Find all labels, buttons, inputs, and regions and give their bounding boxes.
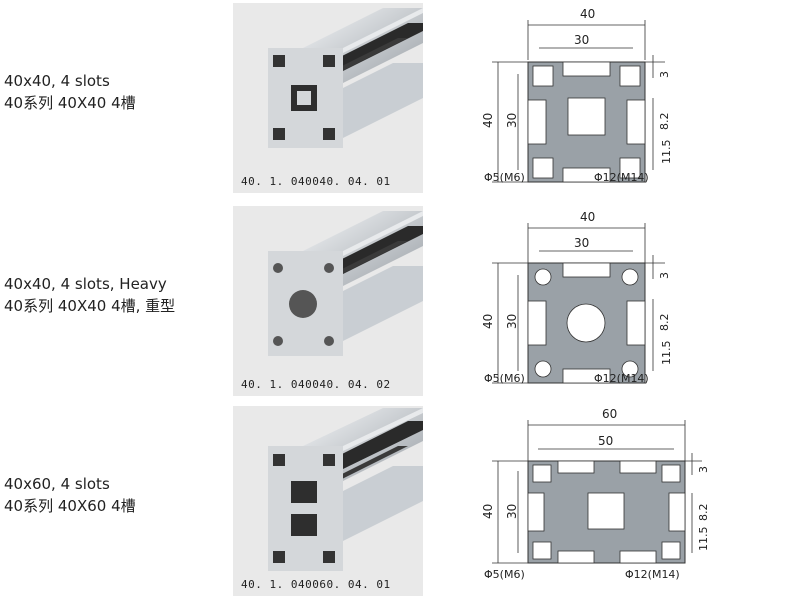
cross-section-drawing: 40 30 40 30 3 8.2 11.5 Φ5(M6) Φ12(M14) (481, 7, 673, 184)
dim-slot-open: 8.2 (697, 504, 710, 522)
dim-hole-center: Φ12(M14) (594, 372, 649, 385)
profile-row-1: 40x40, 4 slots 40系列 40X40 4槽 40. 1. 0400… (0, 0, 800, 195)
dim-inner-width: 30 (574, 236, 589, 250)
profile-photo: 40. 1. 040060. 04. 01 (233, 406, 423, 596)
dim-slot-depth: 3 (658, 71, 671, 78)
dim-width: 60 (602, 407, 617, 421)
dim-height: 40 (481, 113, 495, 128)
dim-slot-depth: 3 (658, 272, 671, 279)
dim-slot-depth: 3 (697, 466, 710, 473)
profile-subtitle: 40系列 40X40 4槽 (4, 94, 136, 112)
dim-height: 40 (481, 314, 495, 329)
dim-width: 40 (580, 7, 595, 21)
dim-hole-small: Φ5(M6) (484, 568, 525, 581)
profile-description: 40x60, 4 slots 40系列 40X60 4槽 (4, 473, 136, 517)
dim-slot-head: 11.5 (697, 527, 710, 552)
part-code: 40. 1. 040040. 04. 02 (241, 378, 391, 391)
profile-row-3: 40x60, 4 slots 40系列 40X60 4槽 40. 1. 0400… (0, 403, 800, 598)
dim-hole-small: Φ5(M6) (484, 171, 525, 184)
cross-section-drawing: 40 30 40 30 3 8.2 11.5 Φ5(M6) Φ12(M14) (481, 210, 673, 385)
dim-slot-head: 11.5 (660, 140, 673, 165)
profile-title: 40x40, 4 slots (4, 72, 110, 90)
dim-slot-open: 8.2 (658, 113, 671, 131)
extrusion-render (268, 211, 423, 356)
dim-inner-height: 30 (505, 314, 519, 329)
profile-row-2: 40x40, 4 slots, Heavy 40系列 40X40 4槽, 重型 … (0, 203, 800, 398)
profile-description: 40x40, 4 slots 40系列 40X40 4槽 (4, 70, 136, 114)
part-code: 40. 1. 040040. 04. 01 (241, 175, 391, 188)
profile-photo: 40. 1. 040040. 04. 01 (233, 3, 423, 193)
dim-hole-center: Φ12(M14) (625, 568, 680, 581)
dim-slot-head: 11.5 (660, 341, 673, 366)
dim-width: 40 (580, 210, 595, 224)
extrusion-render (268, 408, 423, 571)
part-code: 40. 1. 040060. 04. 01 (241, 578, 391, 591)
dim-inner-width: 30 (574, 33, 589, 47)
dim-inner-width: 50 (598, 434, 613, 448)
dim-slot-open: 8.2 (658, 314, 671, 332)
profile-title: 40x60, 4 slots (4, 475, 110, 493)
profile-subtitle: 40系列 40X60 4槽 (4, 497, 136, 515)
dim-hole-small: Φ5(M6) (484, 372, 525, 385)
dim-inner-height: 30 (505, 504, 519, 519)
dim-hole-center: Φ12(M14) (594, 171, 649, 184)
profile-title: 40x40, 4 slots, Heavy (4, 275, 167, 293)
profile-subtitle: 40系列 40X40 4槽, 重型 (4, 297, 176, 315)
dim-height: 40 (481, 504, 495, 519)
cross-section-drawing: 60 50 40 30 3 8.2 11.5 Φ5(M6) Φ12(M14) (481, 407, 710, 581)
profile-description: 40x40, 4 slots, Heavy 40系列 40X40 4槽, 重型 (4, 273, 175, 317)
profile-photo: 40. 1. 040040. 04. 02 (233, 206, 423, 396)
dim-inner-height: 30 (505, 113, 519, 128)
extrusion-render (268, 8, 423, 148)
